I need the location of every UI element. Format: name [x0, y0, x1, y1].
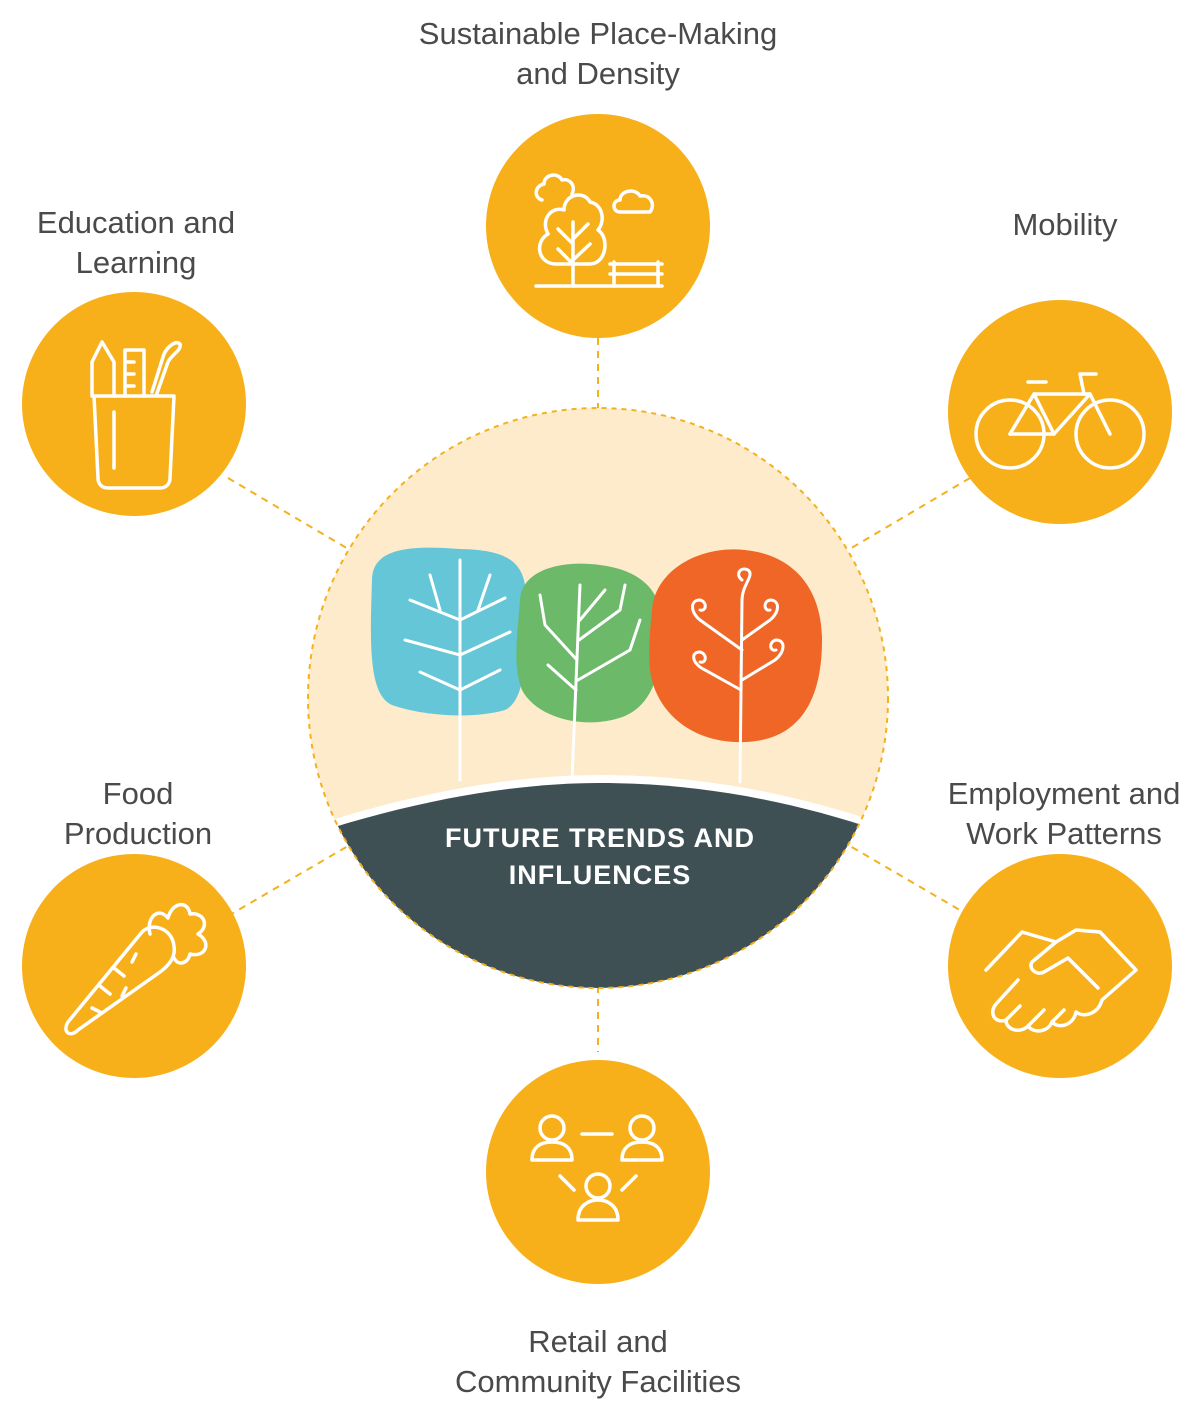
- connector-lower-left: [227, 845, 349, 917]
- handshake-icon: [984, 928, 1138, 1033]
- label-food-line1: Food: [102, 776, 174, 811]
- center-title-line1: FUTURE TRENDS AND: [445, 823, 755, 853]
- pencil-cup-icon: [90, 340, 182, 490]
- label-education-line2: Learning: [75, 245, 197, 280]
- label-mobility-line1: Mobility: [1012, 207, 1118, 242]
- community-people-icon: [530, 1114, 664, 1222]
- green-tree: [516, 563, 662, 782]
- bicycle-icon: [974, 372, 1146, 470]
- node-food: [22, 854, 246, 1078]
- blue-tree: [370, 547, 527, 782]
- label-retail-line2: Community Facilities: [455, 1364, 741, 1399]
- center-circle: [308, 408, 888, 988]
- center-outline: [307, 407, 889, 989]
- label-sustainable: Sustainable Place-Making and Density: [360, 14, 836, 94]
- label-retail: Retail and Community Facilities: [380, 1322, 816, 1402]
- center-title-line2: INFLUENCES: [508, 860, 692, 890]
- center-title: FUTURE TRENDS AND INFLUENCES: [400, 820, 800, 894]
- connector-upper-right: [847, 477, 971, 551]
- node-mobility: [948, 300, 1172, 524]
- label-employment-line1: Employment and: [947, 776, 1181, 811]
- label-food: Food Production: [12, 774, 264, 854]
- carrot-icon: [64, 903, 208, 1036]
- node-retail: [486, 1060, 710, 1284]
- label-employment: Employment and Work Patterns: [930, 774, 1198, 854]
- node-employment: [948, 854, 1172, 1078]
- connector-lower-right: [849, 845, 971, 917]
- node-sustainable: [486, 114, 710, 338]
- orange-tree: [649, 549, 822, 784]
- connector-upper-left: [227, 477, 351, 551]
- label-education-line1: Education and: [36, 205, 236, 240]
- node-education: [22, 292, 246, 516]
- park-tree-bench-icon: [534, 173, 664, 288]
- label-employment-line2: Work Patterns: [966, 816, 1162, 851]
- label-mobility: Mobility: [940, 205, 1190, 245]
- label-retail-line1: Retail and: [528, 1324, 668, 1359]
- label-sustainable-line2: and Density: [516, 56, 680, 91]
- label-sustainable-line1: Sustainable Place-Making: [418, 16, 778, 51]
- label-food-line2: Production: [63, 816, 213, 851]
- label-education: Education and Learning: [10, 203, 262, 283]
